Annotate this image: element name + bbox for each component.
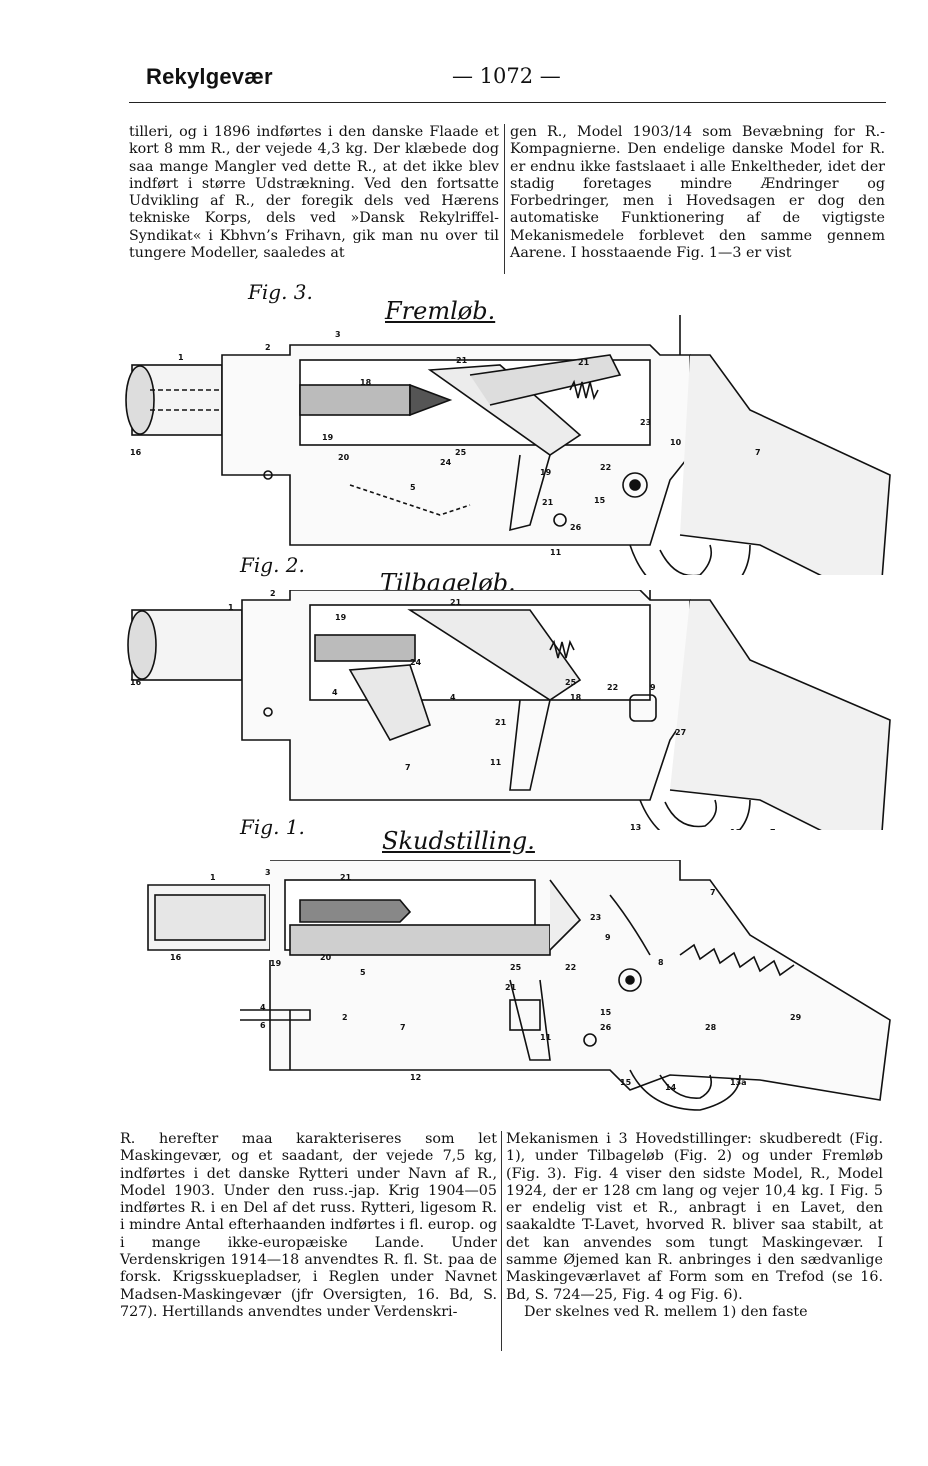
text-column-top-left: tilleri, og i 1896 indførtes i den dansk…: [129, 124, 499, 262]
svg-text:13a: 13a: [730, 1078, 747, 1087]
svg-text:1: 1: [178, 353, 184, 362]
svg-text:15: 15: [600, 1008, 612, 1017]
svg-text:19: 19: [335, 613, 347, 622]
svg-text:22: 22: [607, 683, 618, 692]
svg-text:21: 21: [340, 873, 352, 882]
svg-text:21: 21: [495, 718, 507, 727]
fig1-caption: Skudstilling.: [382, 827, 535, 855]
svg-text:19: 19: [322, 433, 334, 442]
svg-text:9: 9: [650, 683, 656, 692]
svg-text:24: 24: [440, 458, 452, 467]
svg-text:20: 20: [338, 453, 350, 462]
svg-text:21: 21: [542, 498, 554, 507]
svg-text:12: 12: [410, 1073, 421, 1082]
svg-text:3: 3: [265, 868, 271, 877]
fig3-label: Fig. 3.: [248, 280, 313, 304]
svg-text:26: 26: [600, 1023, 612, 1032]
svg-text:16: 16: [130, 448, 142, 457]
svg-text:10: 10: [670, 438, 682, 447]
svg-text:19: 19: [270, 959, 282, 968]
svg-text:1: 1: [210, 873, 216, 882]
svg-text:13: 13: [630, 823, 641, 830]
text-column-bottom-left: R. herefter maa karakteriseres som let M…: [120, 1131, 497, 1321]
header-rule: [129, 102, 886, 103]
svg-text:1: 1: [228, 603, 234, 612]
fig2-label: Fig. 2.: [240, 553, 305, 577]
svg-text:22: 22: [600, 463, 611, 472]
svg-text:3: 3: [335, 330, 341, 339]
svg-text:19: 19: [540, 468, 552, 477]
svg-text:21: 21: [450, 598, 462, 607]
paragraph: tilleri, og i 1896 indførtes i den dansk…: [129, 124, 499, 262]
svg-text:7: 7: [405, 763, 411, 772]
svg-text:20: 20: [320, 953, 332, 962]
running-header-title: Rekylgevær: [146, 64, 273, 89]
svg-text:7: 7: [710, 888, 716, 897]
svg-text:14: 14: [665, 1083, 677, 1092]
svg-text:28: 28: [705, 1023, 717, 1032]
svg-text:5: 5: [360, 968, 366, 977]
column-divider: [501, 1131, 502, 1351]
svg-text:4: 4: [260, 1003, 266, 1012]
svg-text:21: 21: [456, 356, 468, 365]
svg-text:6: 6: [260, 1021, 266, 1030]
svg-text:7: 7: [770, 828, 776, 830]
svg-text:2: 2: [265, 343, 271, 352]
svg-text:18: 18: [360, 378, 372, 387]
svg-text:21: 21: [505, 983, 517, 992]
svg-text:9: 9: [605, 933, 611, 942]
svg-text:5: 5: [410, 483, 416, 492]
svg-text:21: 21: [578, 358, 590, 367]
text-column-top-right: gen R., Model 1903/14 som Bevæbning for …: [510, 124, 885, 262]
svg-text:15: 15: [620, 1078, 632, 1087]
svg-text:7: 7: [400, 1023, 406, 1032]
svg-text:25: 25: [455, 448, 467, 457]
svg-text:2: 2: [342, 1013, 348, 1022]
svg-text:25: 25: [565, 678, 577, 687]
svg-text:8: 8: [658, 958, 664, 967]
svg-text:15: 15: [594, 496, 606, 505]
svg-text:4: 4: [332, 688, 338, 697]
paragraph: R. herefter maa karakteriseres som let M…: [120, 1131, 497, 1320]
svg-text:16: 16: [130, 678, 142, 687]
svg-text:22: 22: [565, 963, 576, 972]
paragraph: Mekanismen i 3 Hovedstillinger: skudbere…: [506, 1131, 883, 1303]
svg-text:26: 26: [570, 523, 582, 532]
svg-text:27: 27: [675, 728, 686, 737]
fig1-label: Fig. 1.: [240, 815, 305, 839]
svg-text:2: 2: [270, 590, 276, 598]
svg-text:13a: 13a: [730, 828, 747, 830]
svg-text:25: 25: [510, 963, 522, 972]
svg-text:24: 24: [410, 658, 422, 667]
paragraph: Der skelnes ved R. mellem 1) den faste: [524, 1303, 808, 1320]
column-divider: [504, 124, 505, 274]
page-number: — 1072 —: [452, 64, 561, 88]
svg-text:7: 7: [755, 448, 761, 457]
svg-text:18: 18: [570, 693, 582, 702]
svg-text:11: 11: [490, 758, 502, 767]
svg-text:23: 23: [640, 418, 651, 427]
fig3-caption: Fremløb.: [385, 297, 496, 325]
svg-text:29: 29: [790, 1013, 802, 1022]
text-column-bottom-right: Mekanismen i 3 Hovedstillinger: skudbere…: [506, 1131, 883, 1321]
paragraph: gen R., Model 1903/14 som Bevæbning for …: [510, 124, 885, 262]
svg-text:11: 11: [550, 548, 562, 557]
svg-text:11: 11: [540, 1033, 552, 1042]
svg-text:23: 23: [590, 913, 601, 922]
svg-text:4: 4: [450, 693, 456, 702]
svg-text:16: 16: [170, 953, 182, 962]
figures-area: Fig. 3. Fremløb.: [110, 275, 900, 1120]
